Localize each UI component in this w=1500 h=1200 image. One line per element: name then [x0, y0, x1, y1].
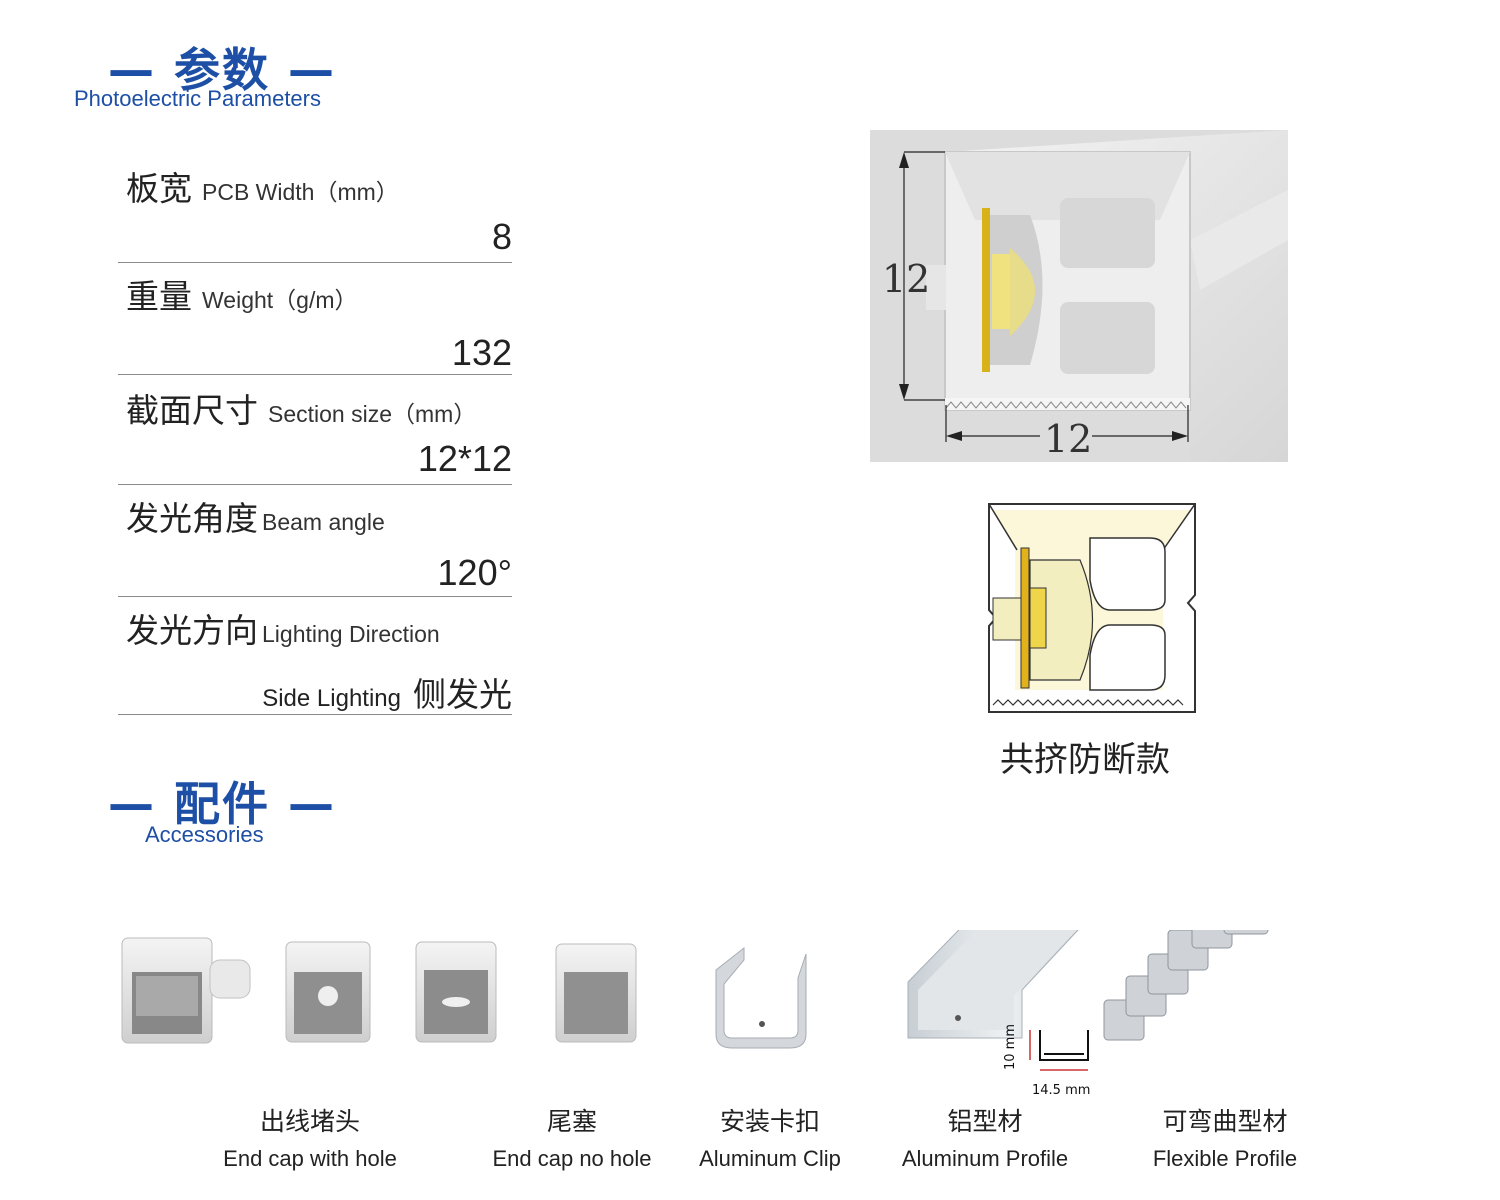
cross-section-caption: 共挤防断款	[1000, 740, 1170, 780]
param-label-en: Weight（g/m）	[202, 287, 358, 313]
param-row-section-size: 截面尺寸 Section size（mm） 12*12	[118, 374, 512, 485]
height-dimension-label: 12	[882, 257, 930, 301]
accessory-label-en-end-cap-no-hole: End cap no hole	[492, 1146, 652, 1171]
accessories-images: 10 mm 14.5 mm	[121, 930, 1269, 1098]
accessory-label-en-end-cap-with-hole: End cap with hole	[223, 1146, 397, 1171]
profile-width-label: 14.5 mm	[1032, 1083, 1090, 1098]
param-label-en: PCB Width（mm）	[202, 179, 399, 205]
accessory-label-zh-end-cap-no-hole: 尾塞	[546, 1107, 598, 1136]
param-label-zh: 板宽	[126, 169, 192, 208]
param-label-en: Lighting Direction	[262, 621, 440, 647]
param-label-zh: 发光角度	[126, 499, 258, 538]
accessory-label-zh-end-cap-with-hole: 出线堵头	[259, 1107, 361, 1136]
profile-dimension-drawing: 10 mm 14.5 mm	[1003, 1024, 1090, 1098]
accessory-label-en-aluminum-profile: Aluminum Profile	[901, 1146, 1069, 1171]
accessory-label-zh-aluminum-clip: 安装卡扣	[719, 1107, 821, 1136]
end-cap-center-hole-image	[285, 941, 371, 1043]
param-label-en: Section size（mm）	[268, 401, 477, 427]
width-dimension-label: 12	[1044, 417, 1092, 461]
section-title-accessories: — 配件 —	[108, 777, 337, 831]
param-label-zh: 截面尺寸	[126, 391, 258, 430]
accessory-label-zh-flexible-profile: 可弯曲型材	[1162, 1107, 1288, 1136]
flexible-profile-image	[1103, 930, 1269, 1041]
section-3d-render: 12 12	[870, 130, 1288, 462]
profile-height-label: 10 mm	[1003, 1024, 1018, 1070]
aluminum-clip-image	[715, 946, 807, 1049]
param-value: 132	[451, 332, 512, 373]
section-title-parameters: — 参数 —	[108, 43, 337, 97]
end-cap-with-hole-image	[121, 937, 251, 1044]
param-value: Side Lighting 侧发光	[262, 668, 512, 716]
param-value: 12*12	[417, 438, 512, 479]
param-label-en: Beam angle	[262, 509, 385, 535]
param-value-zh: 侧发光	[413, 676, 512, 713]
end-cap-slot-hole-image	[415, 941, 497, 1043]
param-label-zh: 发光方向	[126, 611, 258, 650]
param-value-en: Side Lighting	[262, 685, 401, 712]
end-cap-no-hole-image	[555, 943, 637, 1043]
param-row-pcb-width: 板宽 PCB Width（mm） 8	[118, 150, 512, 263]
section-subtitle-parameters: Photoelectric Parameters	[74, 86, 321, 111]
accessory-label-en-flexible-profile: Flexible Profile	[1152, 1146, 1298, 1171]
aluminum-profile-image	[907, 930, 1079, 1039]
param-label-zh: 重量	[126, 277, 192, 316]
param-row-weight: 重量 Weight（g/m） 132	[118, 262, 512, 375]
param-value: 8	[491, 216, 512, 257]
accessory-label-en-aluminum-clip: Aluminum Clip	[699, 1146, 841, 1171]
param-value: 120°	[437, 552, 512, 593]
section-subtitle-accessories: Accessories	[145, 822, 264, 847]
cross-section-diagram	[988, 503, 1196, 713]
accessory-label-zh-aluminum-profile: 铝型材	[947, 1107, 1023, 1136]
